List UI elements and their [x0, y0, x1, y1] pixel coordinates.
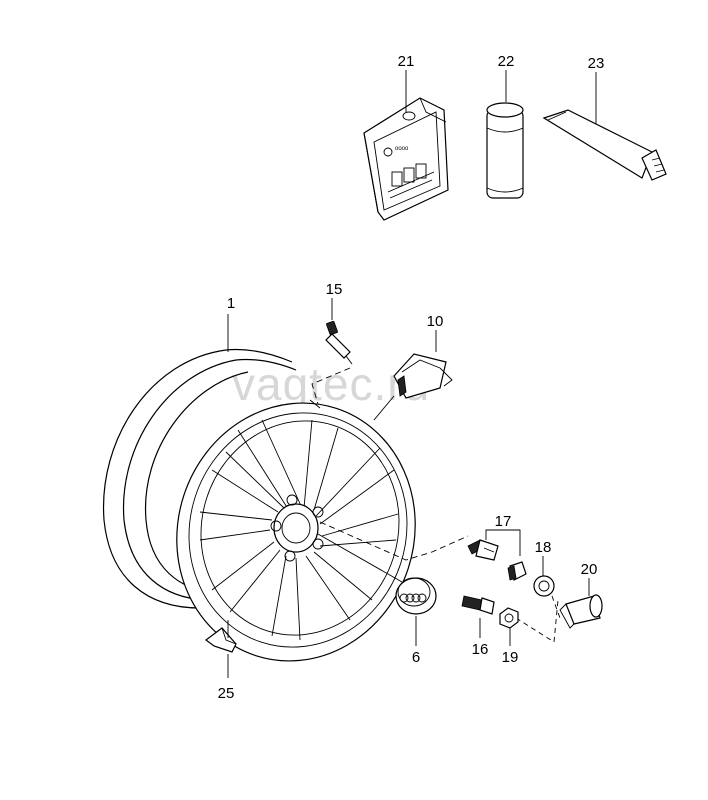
callout-15: 15: [326, 281, 343, 298]
wheel-rim-icon: [102, 348, 416, 662]
bolt-cap-icon: [533, 575, 555, 597]
callout-19: 19: [502, 649, 519, 666]
hub-cap-icon: [395, 577, 437, 615]
paste-tube-icon: [542, 109, 667, 181]
wheel-bolt-icon: [461, 595, 495, 615]
callout-16: 16: [472, 641, 489, 658]
watermark: vagtec.ru: [232, 358, 430, 410]
callout-23: 23: [588, 55, 605, 72]
callout-25: 25: [218, 685, 235, 702]
removal-tool-icon: [559, 594, 603, 629]
locking-bolt-icon: [467, 539, 527, 581]
callout-18: 18: [535, 539, 552, 556]
spray-can-icon: [486, 102, 524, 199]
callout-20: 20: [581, 561, 598, 578]
cap-kit-package-icon: oooo: [363, 97, 449, 221]
callout-22: 22: [498, 53, 515, 70]
callout-6: 6: [412, 649, 420, 666]
callout-1: 1: [227, 295, 235, 312]
callout-17: 17: [495, 513, 512, 530]
svg-text:oooo: oooo: [395, 146, 409, 152]
callout-21: 21: [398, 53, 415, 70]
balance-weight-icon: [205, 627, 237, 653]
valve-stem-icon: [325, 320, 353, 365]
bolt-cap-icon: [499, 607, 519, 629]
tire-pressure-sensor-icon: [393, 353, 453, 399]
callout-10: 10: [427, 313, 444, 330]
